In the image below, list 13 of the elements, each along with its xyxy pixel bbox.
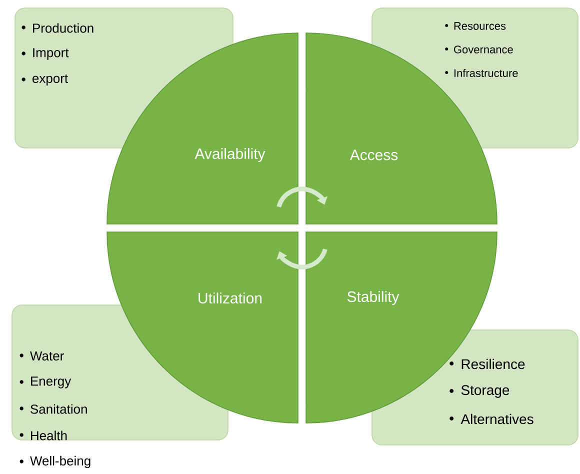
list-item: Production — [33, 23, 94, 33]
list-item: Sanitation — [30, 404, 87, 414]
cycle-arrow — [276, 248, 328, 270]
quadrant-sector: Utilization — [106, 232, 298, 424]
list-item: Energy — [31, 376, 72, 388]
list-item: Water — [30, 351, 64, 361]
list-item: Resources — [454, 22, 506, 30]
list-item: export — [32, 74, 68, 86]
list-item: Well-being — [30, 456, 90, 468]
list-item: Import — [33, 48, 69, 60]
quadrant-sector: Availability — [106, 32, 298, 224]
list-item: Health — [31, 430, 67, 440]
cycle-arrow — [276, 186, 328, 208]
